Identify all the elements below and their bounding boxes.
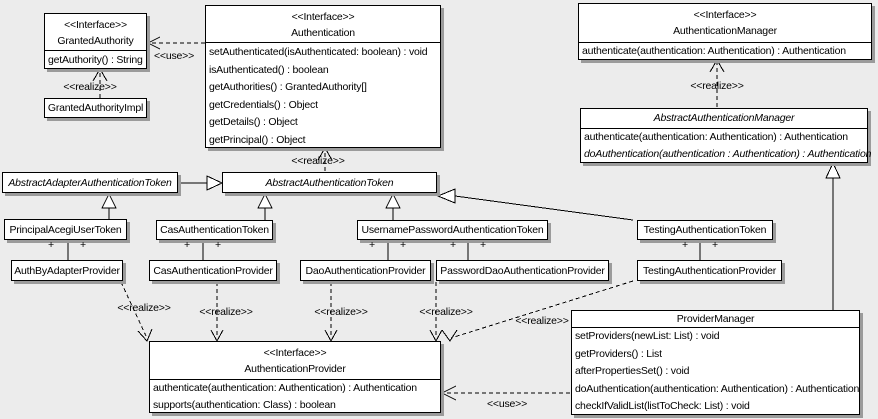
realize-label: <<realize>> bbox=[291, 155, 345, 167]
arrow-up-icon bbox=[92, 68, 108, 82]
class-password-dao-authentication-provider: PasswordDaoAuthenticationProvider bbox=[436, 260, 609, 281]
method: getProviders() : List bbox=[575, 347, 662, 360]
triangle-up-icon bbox=[825, 161, 841, 179]
class-authentication-manager: <<Interface>> AuthenticationManager auth… bbox=[578, 3, 872, 60]
open-arrowheads bbox=[92, 36, 725, 401]
class-name: DaoAuthenticationProvider bbox=[305, 264, 426, 277]
method: getAuthorities() : GrantedAuthority[] bbox=[209, 81, 367, 93]
method: authenticate(authentication: Authenticat… bbox=[153, 382, 417, 394]
class-authentication-provider: <<Interface>> AuthenticationProvider aut… bbox=[149, 341, 441, 413]
multiplicity-plus: + bbox=[400, 239, 406, 251]
realize-label: <<realize>> bbox=[63, 81, 117, 93]
method: setAuthenticated(isAuthenticated: boolea… bbox=[209, 46, 428, 58]
triangle-up-icon bbox=[385, 192, 401, 209]
class-username-password-authentication-token: UsernamePasswordAuthenticationToken bbox=[357, 220, 548, 240]
realize-label: <<realize>> bbox=[690, 80, 744, 92]
realize-authbyadapter bbox=[120, 281, 147, 337]
dashed-lines bbox=[99, 42, 718, 394]
class-name: GrantedAuthorityImpl bbox=[47, 102, 144, 114]
multiplicity-plus: + bbox=[712, 239, 718, 251]
class-abstract-authentication-token: AbstractAuthenticationToken bbox=[222, 172, 437, 193]
class-name: TestingAuthenticationToken bbox=[643, 224, 767, 236]
method: setProviders(newList: List) : void bbox=[575, 330, 720, 342]
triangle-left-icon bbox=[436, 188, 456, 204]
stereotype-label: <<Interface>> bbox=[693, 9, 757, 21]
triangle-up-icon bbox=[257, 192, 273, 209]
stereotype-label: <<Interface>> bbox=[64, 19, 127, 31]
method: doAuthentication(authentication : Authen… bbox=[584, 148, 872, 160]
class-granted-authority: <<Interface>> GrantedAuthority getAuthor… bbox=[44, 13, 147, 69]
class-granted-authority-impl: GrantedAuthorityImpl bbox=[44, 98, 147, 118]
arrow-left-icon bbox=[146, 36, 161, 50]
class-name: CasAuthenticationToken bbox=[160, 224, 269, 236]
stereotype-label: <<Interface>> bbox=[291, 11, 355, 23]
method: authenticate(authentication: Authenticat… bbox=[584, 131, 848, 143]
class-testing-authentication-token: TestingAuthenticationToken bbox=[637, 220, 773, 240]
class-name: TestingAuthenticationProvider bbox=[642, 264, 777, 277]
triangle-right-icon bbox=[206, 175, 224, 191]
generalization-arrowheads bbox=[101, 161, 841, 209]
multiplicity-plus: + bbox=[450, 239, 456, 251]
triangle-up-icon bbox=[101, 192, 117, 209]
multiplicity-plus: + bbox=[48, 239, 54, 251]
method: doAuthentication(authentication: Authent… bbox=[575, 382, 860, 395]
class-dao-authentication-provider: DaoAuthenticationProvider bbox=[300, 260, 431, 281]
arrow-down-icon bbox=[441, 329, 458, 342]
arrow-up-icon bbox=[317, 147, 333, 161]
use-label: <<use>> bbox=[153, 50, 195, 62]
class-name: UsernamePasswordAuthenticationToken bbox=[361, 224, 544, 236]
class-name: PrincipalAcegiUserToken bbox=[9, 223, 122, 236]
generalization-testing-token bbox=[454, 195, 634, 221]
class-name: ProviderManager bbox=[676, 313, 755, 325]
method: supports(authentication: Class) : boolea… bbox=[153, 398, 336, 411]
class-principal-acegi-user-token: PrincipalAcegiUserToken bbox=[4, 219, 127, 240]
multiplicity-plus: + bbox=[369, 239, 375, 251]
arrow-down-icon bbox=[137, 328, 153, 342]
method: getCredentials() : Object bbox=[209, 98, 318, 111]
method: isAuthenticated() : boolean bbox=[209, 63, 329, 76]
method: authenticate(authentication: Authenticat… bbox=[582, 45, 846, 57]
class-name: AuthenticationManager bbox=[673, 25, 777, 37]
generalization-lines bbox=[67, 176, 834, 310]
stereotype-label: <<Interface>> bbox=[263, 347, 327, 359]
class-name: AbstractAuthenticationToken bbox=[265, 176, 394, 189]
class-abstract-authentication-manager: AbstractAuthenticationManager authentica… bbox=[580, 108, 872, 163]
realize-label: <<realize>> bbox=[419, 306, 473, 318]
multiplicity-plus: + bbox=[80, 239, 86, 251]
class-name: PasswordDaoAuthenticationProvider bbox=[440, 264, 605, 277]
realize-label: <<realize>> bbox=[314, 306, 368, 318]
class-name: AuthByAdapterProvider bbox=[14, 264, 120, 277]
use-label: <<use>> bbox=[486, 398, 528, 410]
class-provider-manager: ProviderManager setProviders(newList: Li… bbox=[571, 310, 860, 415]
class-authentication: <<Interface>> Authentication setAuthenti… bbox=[205, 5, 441, 148]
multiplicity-plus: + bbox=[215, 239, 221, 251]
multiplicity-plus: + bbox=[184, 239, 190, 251]
class-name: AuthenticationProvider bbox=[244, 363, 346, 375]
class-name: GrantedAuthority bbox=[57, 35, 134, 47]
method: getAuthority() : String bbox=[48, 54, 143, 66]
realize-label: <<realize>> bbox=[199, 306, 253, 318]
realize-testing-provider bbox=[450, 280, 634, 339]
class-testing-authentication-provider: TestingAuthenticationProvider bbox=[637, 260, 782, 281]
class-name: AbstractAdapterAuthenticationToken bbox=[8, 176, 172, 189]
multiplicity-plus: + bbox=[480, 239, 486, 251]
method: getDetails() : Object bbox=[209, 116, 298, 128]
multiplicity-plus: + bbox=[682, 239, 688, 251]
class-cas-authentication-token: CasAuthenticationToken bbox=[156, 220, 273, 240]
realize-label: <<realize>> bbox=[515, 315, 569, 327]
method: getPrincipal() : Object bbox=[209, 133, 306, 146]
class-name: AbstractAuthenticationManager bbox=[653, 112, 795, 124]
class-cas-authentication-provider: CasAuthenticationProvider bbox=[149, 260, 277, 281]
class-abstract-adapter-authentication-token: AbstractAdapterAuthenticationToken bbox=[2, 172, 178, 193]
class-auth-by-adapter-provider: AuthByAdapterProvider bbox=[11, 260, 123, 281]
method: afterPropertiesSet() : void bbox=[575, 365, 690, 377]
class-name: Authentication bbox=[291, 27, 355, 39]
realize-label: <<realize>> bbox=[117, 302, 171, 314]
arrow-up-icon bbox=[709, 59, 725, 73]
method: checkIfValidList(listToCheck: List) : vo… bbox=[575, 400, 750, 412]
class-name: CasAuthenticationProvider bbox=[153, 264, 273, 277]
arrow-left-icon bbox=[440, 385, 457, 401]
